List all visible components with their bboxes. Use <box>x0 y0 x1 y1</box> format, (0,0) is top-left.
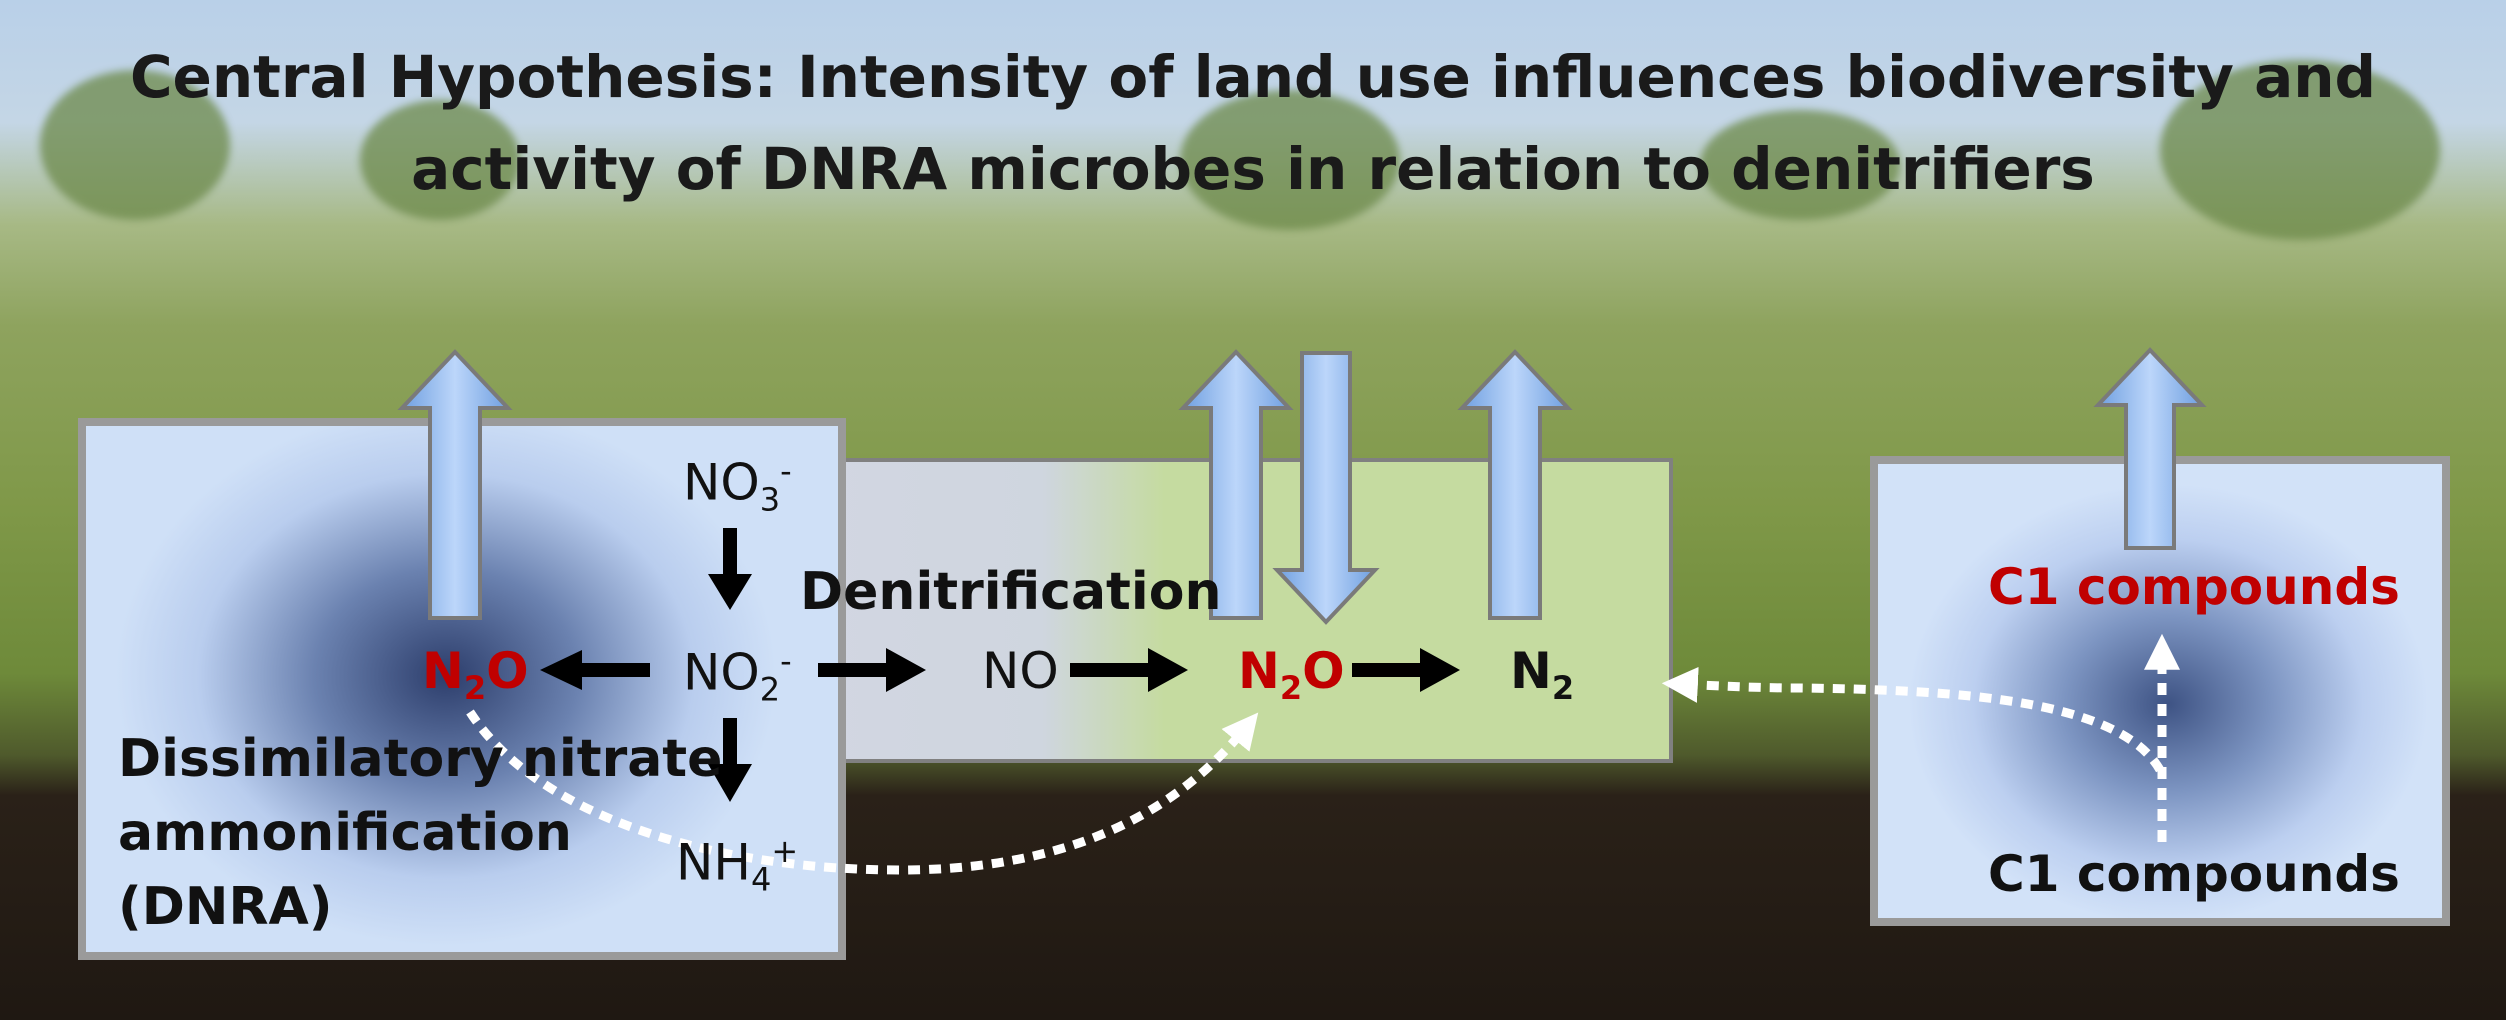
background-tree <box>1700 110 1900 220</box>
c1-emission-arrow <box>2093 347 2207 550</box>
background-tree <box>1180 90 1400 230</box>
background-tree <box>2160 60 2440 240</box>
denitrification-label: Denitrification <box>800 562 1222 622</box>
n2o-emission-arrow-right <box>1178 349 1294 620</box>
n2o-left-label: N2O <box>422 642 529 707</box>
c1-compounds-top-label: C1 compounds <box>1988 558 2400 616</box>
background-tree <box>40 70 230 220</box>
no3-label: NO3- <box>683 452 792 519</box>
title-line-1: Central Hypothesis: Intensity of land us… <box>129 43 2377 111</box>
c1-to-denitrification-connector <box>1661 666 2164 773</box>
nh4-label: NH4+ <box>676 832 799 899</box>
no2-label: NO2- <box>683 642 792 709</box>
title-line-2: activity of DNRA microbes in relation to… <box>411 135 2095 203</box>
n2o-emission-arrow-left <box>397 349 513 620</box>
no-label: NO <box>982 642 1059 700</box>
dnra-label: Dissimilatory nitrate ammonification (DN… <box>118 729 723 937</box>
n2-label: N2 <box>1510 642 1575 707</box>
background-tree <box>360 100 520 220</box>
reaction-arrows <box>540 528 1460 802</box>
n2o-uptake-arrow <box>1272 351 1380 625</box>
n2-emission-arrow <box>1457 349 1573 620</box>
n2o-right-label: N2O <box>1238 642 1345 707</box>
c1-compounds-bottom-label: C1 compounds <box>1988 845 2400 903</box>
